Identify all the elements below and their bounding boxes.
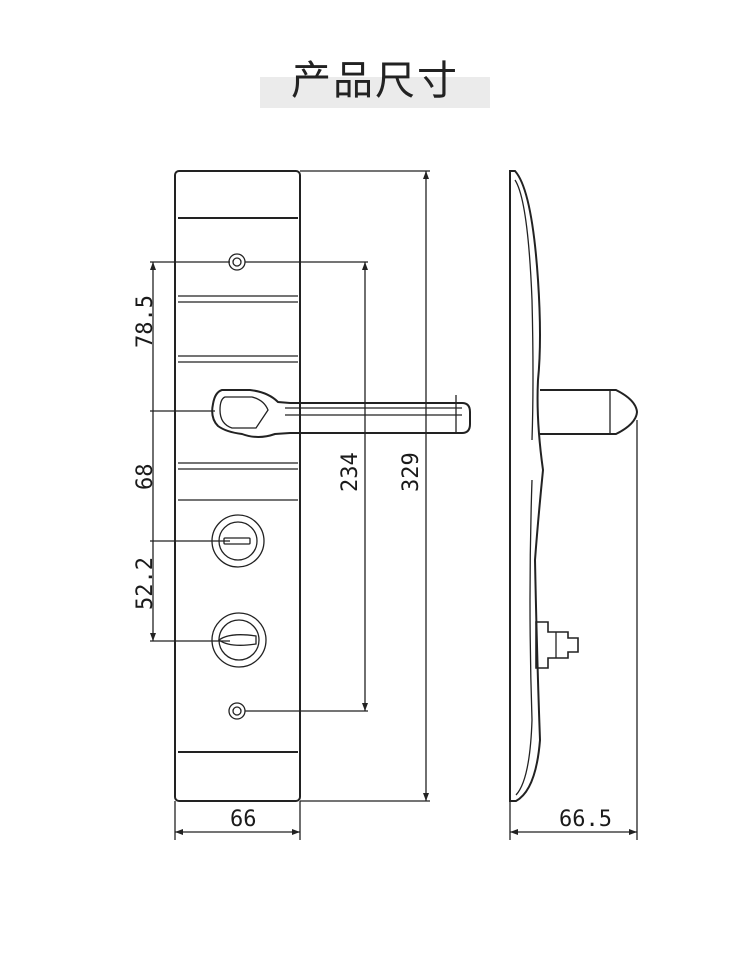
thumb-turn bbox=[211, 612, 267, 668]
dim-hole-spacing: 234 bbox=[338, 452, 363, 492]
handle-lever bbox=[211, 389, 471, 438]
dim-plate-width: 66 bbox=[230, 807, 257, 832]
side-plate bbox=[509, 170, 545, 802]
upper-screw bbox=[228, 253, 246, 271]
side-knob bbox=[535, 621, 579, 669]
dim-upper-spacing: 78.5 bbox=[133, 295, 158, 348]
dim-lower-spacing: 52.2 bbox=[133, 557, 158, 610]
dim-side-depth: 66.5 bbox=[559, 807, 612, 832]
side-handle bbox=[540, 389, 639, 435]
dim-middle-spacing: 68 bbox=[133, 464, 158, 491]
title-band bbox=[260, 77, 490, 108]
front-plate bbox=[174, 170, 301, 802]
page-title: 产品尺寸 bbox=[291, 58, 459, 104]
lower-screw bbox=[228, 702, 246, 720]
dim-total-height: 329 bbox=[399, 452, 424, 492]
